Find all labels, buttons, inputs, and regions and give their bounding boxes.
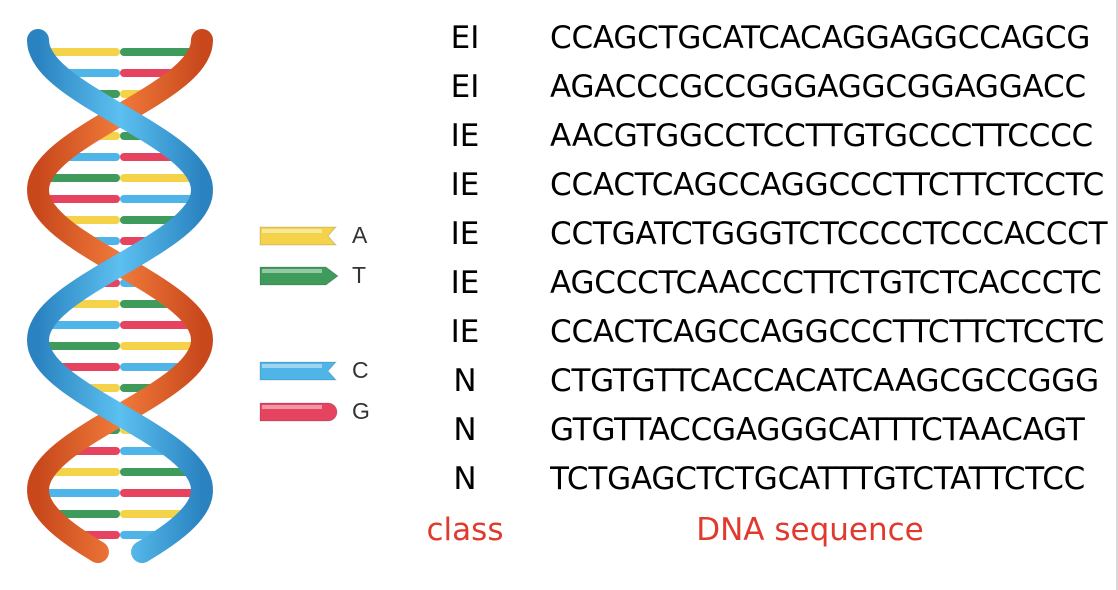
sequence-row: IE CCACTCAGCCAGGCCCTTCTTCTCCTC xyxy=(0,167,1118,213)
class-label: IE xyxy=(450,265,480,301)
class-label: IE xyxy=(450,216,480,252)
dna-sequence: CCACTCAGCCAGGCCCTTCTTCTCCTC xyxy=(550,314,1105,350)
class-column-caption: class xyxy=(426,512,504,548)
base-pair-segment xyxy=(39,195,120,203)
base-pair-segment xyxy=(120,195,201,203)
base-pair-segment xyxy=(40,48,120,56)
base-pair-segment xyxy=(120,174,200,182)
sequence-row: EI AGACCCGCCGGGAGGCGGAGGACC xyxy=(0,69,1118,115)
class-label: IE xyxy=(450,118,480,154)
sequence-row: N TCTGAGCTCTGCATTTGTCTATTCTCC xyxy=(0,461,1118,507)
class-label: N xyxy=(453,363,477,399)
sequence-row: N CTGTGTTCACCACATCAAGCGCCGGG xyxy=(0,363,1118,409)
legend-swatch-g xyxy=(259,402,338,422)
legend-item-g: G xyxy=(258,398,388,428)
sequence-row: IE CCACTCAGCCAGGCCCTTCTTCTCCTC xyxy=(0,314,1118,360)
dna-sequence: AGCCCTCAACCCTTCTGTCTCACCCTC xyxy=(550,265,1102,301)
legend-letter: T xyxy=(352,262,367,288)
class-label: EI xyxy=(450,69,480,105)
base-pair-segment xyxy=(120,510,192,518)
base-pair-segment xyxy=(38,489,121,497)
blue-backbone-strand xyxy=(26,29,213,563)
base-pair-segment xyxy=(48,510,120,518)
class-label: EI xyxy=(450,20,480,56)
orange-backbone-strand xyxy=(27,29,214,563)
right-edge-divider xyxy=(1116,0,1118,590)
legend-swatch-c xyxy=(259,361,338,381)
dna-sequence-column-caption: DNA sequence xyxy=(696,512,924,548)
dna-sequence: AACGTGGCCTCCTTGTGCCCTTCCCC xyxy=(550,118,1094,154)
dna-sequence: GTGTTACCGAGGGCATTTCTAACAGT xyxy=(550,412,1085,448)
sequence-row: IE CCTGATCTGGGTCTCCCCTCCCACCCT xyxy=(0,216,1118,262)
legend-swatch-a xyxy=(259,226,338,246)
sequence-row: N GTGTTACCGAGGGCATTTCTAACAGT xyxy=(0,412,1118,458)
sequence-row: EI CCAGCTGCATCACAGGAGGCCAGCG xyxy=(0,20,1118,66)
class-label: IE xyxy=(450,167,480,203)
legend-item-t: T xyxy=(258,262,388,292)
base-pair-segment xyxy=(120,468,197,476)
sequence-row: IE AACGTGGCCTCCTTGTGCCCTTCCCC xyxy=(0,118,1118,164)
base-pair-segment xyxy=(43,468,120,476)
dna-sequence: CCTGATCTGGGTCTCCCCTCCCACCCT xyxy=(550,216,1108,252)
base-pair-segment xyxy=(40,174,120,182)
dna-sequence: TCTGAGCTCTGCATTTGTCTATTCTCC xyxy=(550,461,1086,497)
base-pair-segment xyxy=(38,342,120,350)
class-label: N xyxy=(453,412,477,448)
class-label: IE xyxy=(450,314,480,350)
dna-sequence: CCAGCTGCATCACAGGAGGCCAGCG xyxy=(550,20,1091,56)
base-pair-segment xyxy=(120,489,202,497)
legend-swatch-t xyxy=(259,266,339,286)
legend-letter: C xyxy=(352,357,369,383)
dna-helix-illustration xyxy=(26,29,214,563)
base-pair-segment xyxy=(120,321,198,329)
sequence-row: IE AGCCCTCAACCCTTCTGTCTCACCCTC xyxy=(0,265,1118,311)
dna-sequence: CCACTCAGCCAGGCCCTTCTTCTCCTC xyxy=(550,167,1105,203)
base-pair-segment xyxy=(42,321,120,329)
legend-item-c: C xyxy=(258,357,388,387)
base-pair-segment xyxy=(120,342,202,350)
base-pair-segment xyxy=(120,48,200,56)
legend-letter: A xyxy=(352,222,368,248)
legend-letter: G xyxy=(352,398,370,424)
dna-sequence: CTGTGTTCACCACATCAAGCGCCGGG xyxy=(550,363,1099,399)
class-label: N xyxy=(453,461,477,497)
dna-sequence: AGACCCGCCGGGAGGCGGAGGACC xyxy=(550,69,1086,105)
legend-item-a: A xyxy=(258,222,388,252)
